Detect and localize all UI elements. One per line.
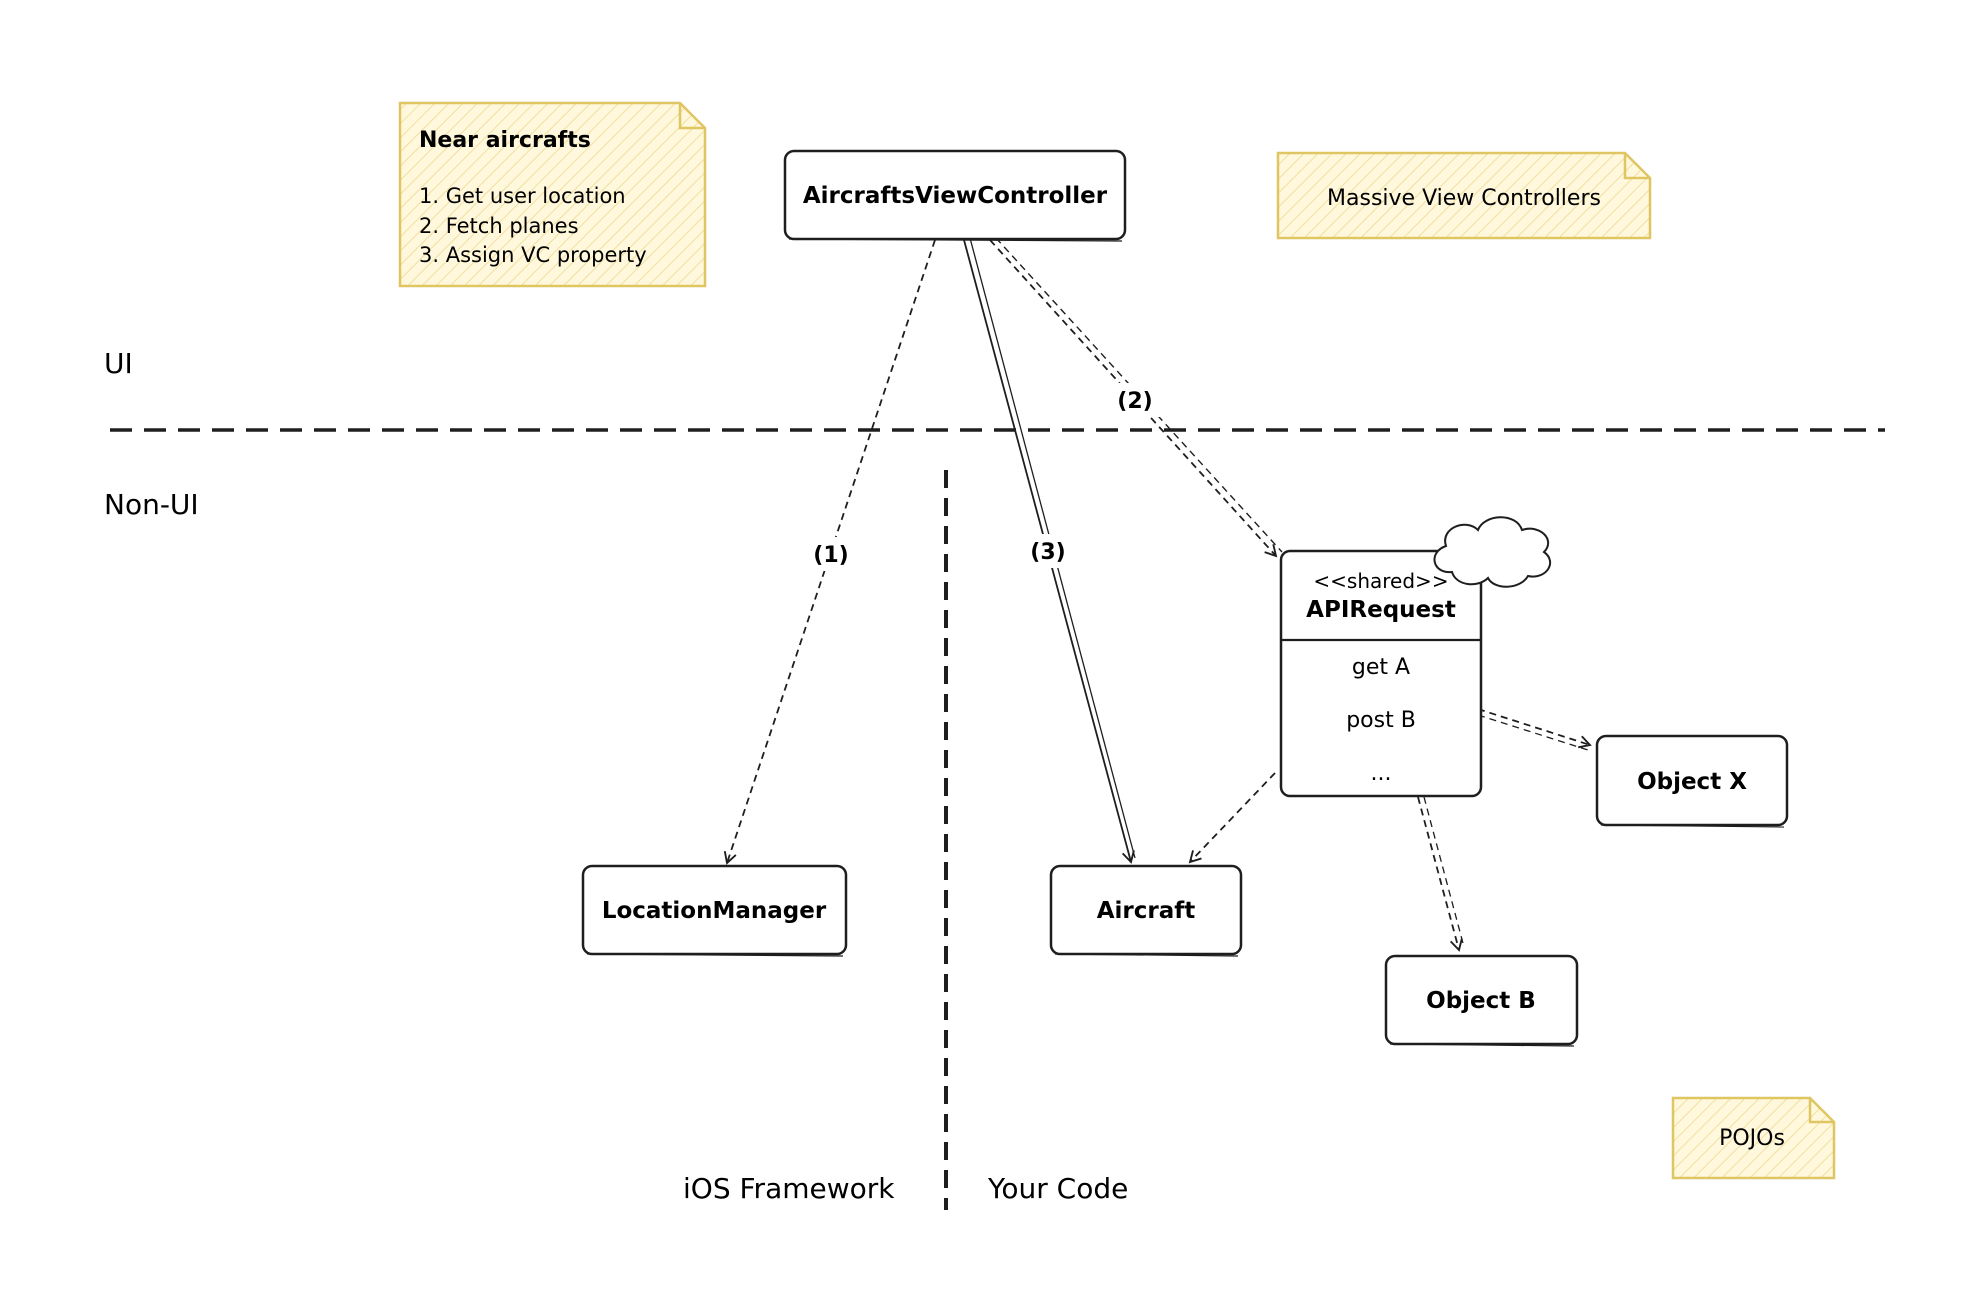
edge-api-request-to-object-b: [1417, 796, 1463, 952]
cloud-icon: [1433, 516, 1551, 588]
api-request-method-3: ...: [1371, 761, 1392, 786]
edge-label-2: (2): [1117, 389, 1152, 414]
api-request-method-2: post B: [1346, 708, 1416, 733]
note-line-1: 1. Get user location: [419, 184, 626, 208]
ios-framework-label: iOS Framework: [683, 1172, 895, 1205]
node-aircraft-label: Aircraft: [1097, 898, 1196, 924]
ui-zone-label: UI: [104, 347, 133, 380]
node-api-request[interactable]: <<shared>> APIRequest get A post B ...: [1279, 549, 1483, 798]
api-request-name: APIRequest: [1306, 597, 1456, 623]
note-massive-view-controllers: Massive View Controllers: [1276, 151, 1652, 240]
node-object-b[interactable]: Object B: [1384, 954, 1579, 1047]
edge-api-request-to-object-x-shadow: [1477, 714, 1589, 751]
note-pojos: POJOs: [1671, 1096, 1836, 1180]
api-request-stereotype: <<shared>>: [1313, 569, 1448, 593]
note-line-3: 3. Assign VC property: [419, 243, 647, 267]
edge-vc-to-api-request-shadow: [995, 237, 1283, 553]
node-location-manager[interactable]: LocationManager: [581, 864, 848, 957]
node-location-manager-label: LocationManager: [602, 898, 827, 924]
node-aircraft[interactable]: Aircraft: [1049, 864, 1243, 957]
note-line-2: 2. Fetch planes: [419, 214, 579, 238]
edge-api-request-to-aircraft: [1188, 772, 1276, 864]
node-object-x-label: Object X: [1637, 769, 1747, 795]
node-aircrafts-view-controller-label: AircraftsViewController: [803, 183, 1108, 209]
node-object-b-label: Object B: [1426, 988, 1536, 1014]
node-aircrafts-view-controller[interactable]: AircraftsViewController: [783, 149, 1127, 242]
edge-api-request-to-object-x: [1477, 708, 1592, 749]
note-near-aircrafts-title: Near aircrafts: [419, 128, 591, 153]
your-code-label: Your Code: [987, 1172, 1128, 1205]
edge-api-request-to-object-b-shadow: [1423, 796, 1465, 948]
node-object-x[interactable]: Object X: [1595, 734, 1789, 828]
edge-label-1: (1): [813, 543, 848, 568]
edge-label-3: (3): [1030, 540, 1065, 565]
non-ui-zone-label: Non-UI: [104, 488, 199, 521]
note-massive-vc-text: Massive View Controllers: [1327, 186, 1601, 211]
note-pojos-text: POJOs: [1719, 1126, 1785, 1151]
api-request-method-1: get A: [1352, 655, 1410, 680]
note-near-aircrafts: Near aircrafts 1. Get user location 2. F…: [398, 101, 707, 288]
